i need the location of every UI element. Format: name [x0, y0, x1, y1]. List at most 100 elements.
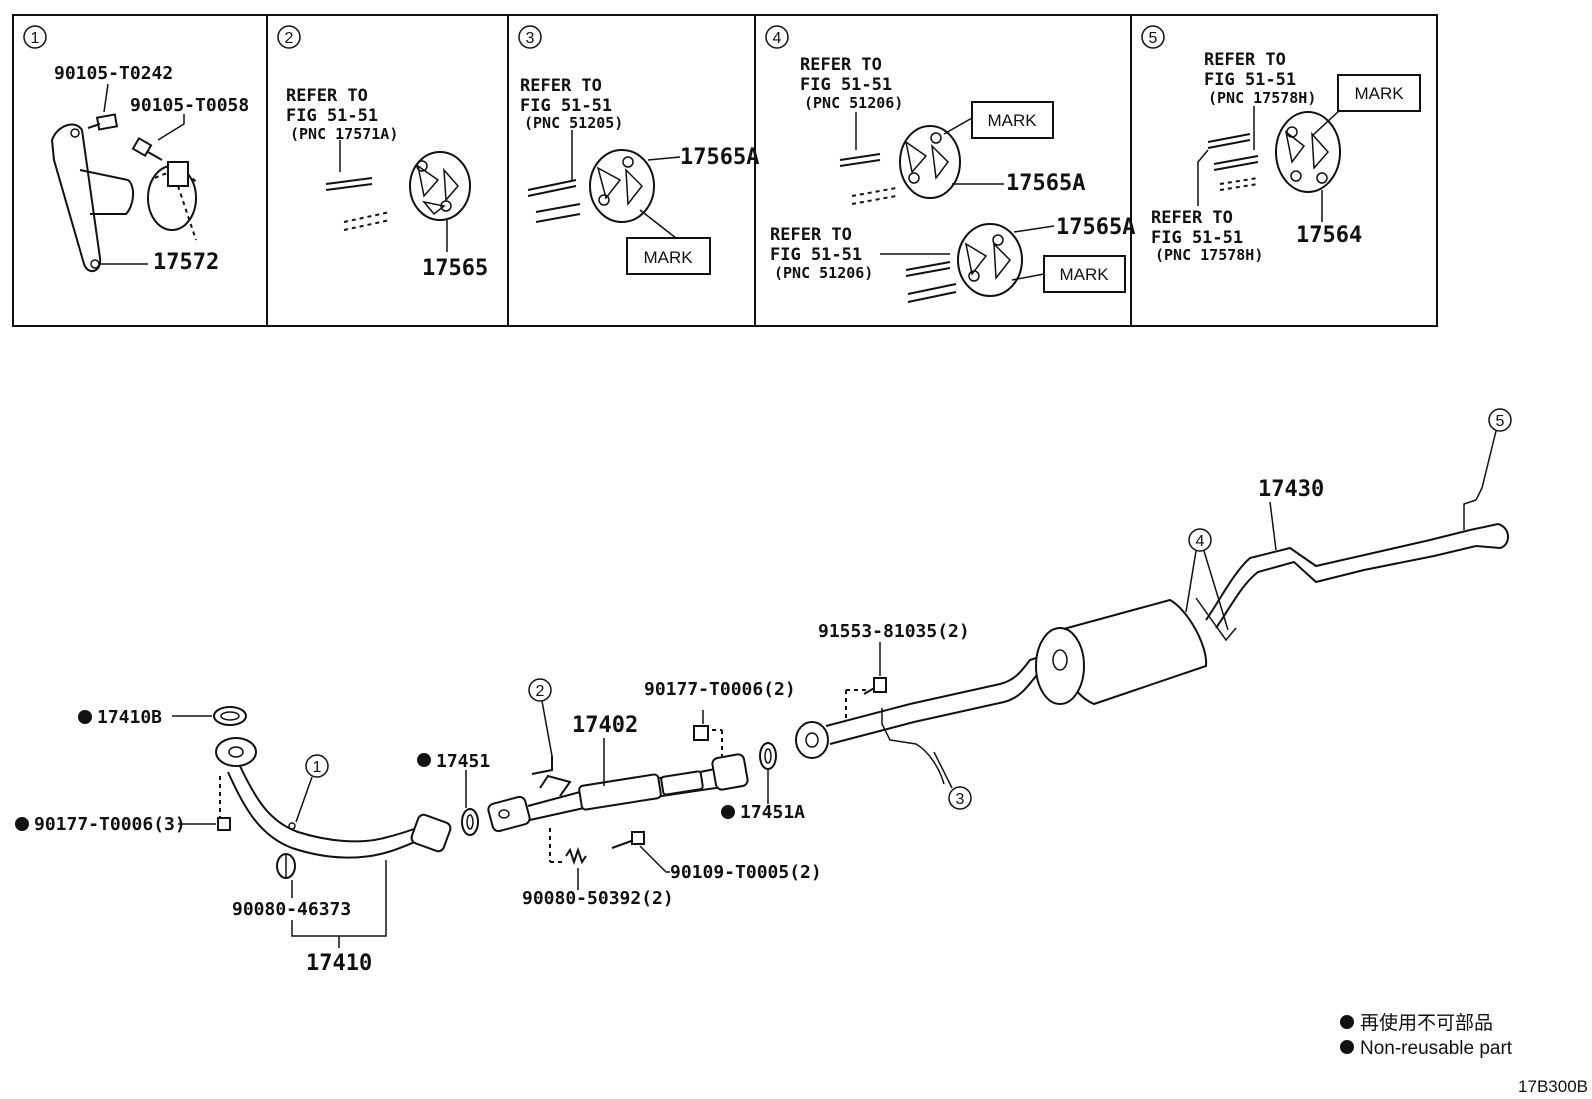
mark-label: MARK [987, 111, 1037, 130]
refer-line-1: REFER TO [1204, 50, 1286, 70]
svg-text:2: 2 [536, 683, 545, 700]
svg-text:5: 5 [1496, 413, 1505, 430]
pipe-clamp-icon [147, 161, 197, 241]
rubber-hanger-icon [1275, 111, 1341, 193]
rubber-hanger-icon [957, 223, 1023, 297]
mark-label: MARK [643, 248, 693, 267]
detail-panel-3: 3 REFER TO FIG 51-51 (PNC 51205) 17565A … [518, 25, 759, 275]
part-label-90109-T0005-2: 90109-T0005(2) [670, 862, 822, 883]
front-exhaust-pipe [215, 737, 452, 859]
non-reusable-dot-icon [1340, 1015, 1354, 1029]
detail-panel-2: 2 REFER TO FIG 51-51 (PNC 17571A) 17565 [277, 25, 488, 281]
mark-box [626, 237, 711, 275]
refer-line-1: REFER TO [770, 225, 852, 245]
spring-icon [565, 846, 587, 866]
mark-box [971, 101, 1054, 139]
bolt-icon [87, 83, 119, 131]
hanger-rod-icon [325, 177, 391, 231]
refer-pnc: (PNC 17578H) [1155, 246, 1263, 264]
nut-icon [693, 725, 709, 741]
panel-number-badge [765, 25, 789, 49]
mark-label: MARK [1059, 265, 1109, 284]
panel-number-badge [518, 25, 542, 49]
part-label-90080-46373: 90080-46373 [232, 899, 351, 920]
refer-pnc: (PNC 51206) [774, 264, 873, 282]
bolt-icon [131, 114, 185, 161]
rubber-hanger-icon [409, 151, 471, 221]
mark-box [1337, 74, 1421, 112]
detail-panel-5: 5 REFER TO FIG 51-51 (PNC 17578H) MARK 1… [1141, 25, 1421, 264]
panel-number: 3 [526, 30, 535, 47]
gasket-ring-icon [759, 742, 777, 770]
refer-line-2: FIG 51-51 [800, 75, 892, 95]
callout-circle-4 [1188, 528, 1212, 552]
detail-panel-4: 4 REFER TO FIG 51-51 (PNC 51206) MARK 17… [765, 25, 1135, 303]
refer-line-1: REFER TO [800, 55, 882, 75]
part-label-90105-T0242: 90105-T0242 [54, 63, 173, 84]
rear-exhaust-pipe [795, 499, 1509, 785]
diagram-code: 17B300B [1518, 1077, 1588, 1096]
part-label-17410: 17410 [306, 951, 372, 976]
part-label-17572: 17572 [153, 250, 219, 275]
part-label-90080-50392-2: 90080-50392(2) [522, 888, 674, 909]
refer-line-2: FIG 51-51 [520, 96, 612, 116]
part-label-17564: 17564 [1296, 223, 1362, 248]
gasket-ring-icon [461, 808, 479, 836]
detail-panels-frame [12, 14, 1438, 327]
panel-number: 4 [773, 30, 782, 47]
part-label-17410B: 17410B [97, 707, 162, 728]
refer-line-2: FIG 51-51 [286, 106, 378, 126]
hanger-rod-icon [527, 179, 581, 223]
refer-line-2: FIG 51-51 [1204, 70, 1296, 90]
rubber-hanger-icon [589, 149, 655, 223]
part-label-17565A-top: 17565A [1006, 171, 1085, 196]
callout-circle-2 [528, 678, 552, 702]
part-label-17430: 17430 [1258, 477, 1324, 502]
part-label-17402: 17402 [572, 713, 638, 738]
hanger-rod-icon [839, 153, 897, 205]
panel-number-badge [1141, 25, 1165, 49]
hanger-rod-icon [905, 261, 957, 303]
callout-circle-3 [948, 786, 972, 810]
main-assembly: 17410B 90177-T0006(3) 90080-46373 17410 … [15, 408, 1512, 976]
refer-line-2: FIG 51-51 [1151, 228, 1243, 248]
hanger-rod-icon [1207, 133, 1259, 191]
mark-label: MARK [1354, 84, 1404, 103]
part-label-17565A-bottom: 17565A [1056, 215, 1135, 240]
svg-text:4: 4 [1196, 533, 1205, 550]
bolt-icon [611, 831, 645, 849]
legend-english: Non-reusable part [1360, 1038, 1513, 1059]
bolt-icon [863, 677, 887, 695]
refer-line-1: REFER TO [286, 86, 368, 106]
refer-pnc: (PNC 51205) [524, 114, 623, 132]
part-label-90105-T0058: 90105-T0058 [130, 95, 249, 116]
part-label-90177-T0006-2: 90177-T0006(2) [644, 679, 796, 700]
refer-line-1: REFER TO [1151, 208, 1233, 228]
part-label-17451A: 17451A [740, 802, 805, 823]
part-label-90177-T0006-3: 90177-T0006(3) [34, 814, 186, 835]
svg-text:3: 3 [956, 791, 965, 808]
detail-panel-1: 1 90105-T0242 90105-T0058 17572 [23, 25, 249, 275]
callout-circle-1 [305, 754, 329, 778]
exhaust-bracket-icon [50, 123, 148, 273]
part-label-91553-81035-2: 91553-81035(2) [818, 621, 970, 642]
svg-text:1: 1 [313, 759, 322, 776]
callout-circle-5 [1488, 408, 1512, 432]
panel-number: 2 [285, 30, 294, 47]
refer-line-2: FIG 51-51 [770, 245, 862, 265]
non-reusable-dot-icon [1340, 1040, 1354, 1054]
part-label-17565A: 17565A [680, 145, 759, 170]
part-label-17451: 17451 [436, 751, 490, 772]
part-label-17565: 17565 [422, 256, 488, 281]
legend: 再使用不可部品 Non-reusable part [1340, 1012, 1513, 1059]
refer-pnc: (PNC 51206) [804, 94, 903, 112]
center-exhaust-pipe [487, 753, 749, 833]
panel-number: 1 [31, 30, 40, 47]
panel-number-badge [23, 25, 47, 49]
panel-number-badge [277, 25, 301, 49]
refer-pnc: (PNC 17571A) [290, 125, 398, 143]
mark-box [1043, 255, 1126, 293]
nut-icon [217, 817, 231, 831]
panel-number: 5 [1149, 30, 1158, 47]
gasket-ring-icon [213, 706, 247, 726]
